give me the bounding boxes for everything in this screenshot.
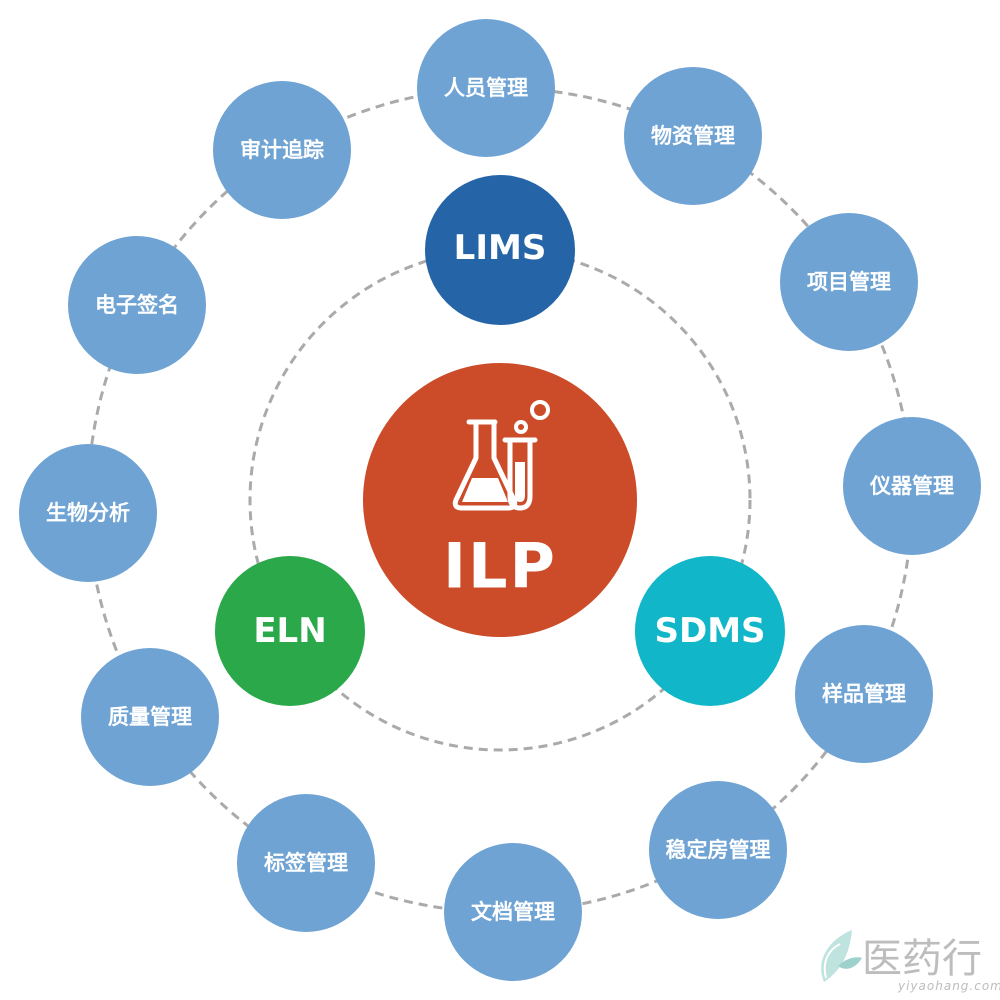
outer-node-audit-trail: 审计追踪: [213, 81, 351, 219]
node-circle: [635, 556, 785, 706]
outer-node-project-management: 项目管理: [780, 213, 918, 351]
outer-node-document-management: 文档管理: [444, 843, 582, 981]
outer-node-sample-management: 样品管理: [795, 625, 933, 763]
watermark-site: yiyaohang.com: [897, 979, 1000, 993]
flask-and-test-tube-icon: [452, 400, 550, 511]
watermark-name: 医药行: [862, 936, 982, 982]
inner-node-sdms: SDMS: [635, 556, 785, 706]
node-circle: [795, 625, 933, 763]
node-circle: [624, 67, 762, 205]
node-label: 仪器管理: [869, 474, 954, 498]
node-label: LIMS: [454, 228, 547, 268]
center-node-ilp: ILP: [363, 363, 637, 637]
node-circle: [417, 19, 555, 157]
node-label: 项目管理: [807, 270, 891, 294]
center-label: ILP: [443, 530, 557, 603]
node-label: 质量管理: [108, 705, 192, 729]
node-circle: [213, 81, 351, 219]
node-circle: [780, 213, 918, 351]
outer-node-personnel-management: 人员管理: [417, 19, 555, 157]
node-label: ELN: [253, 611, 326, 651]
node-label: 生物分析: [46, 501, 130, 525]
node-label: 样品管理: [822, 682, 906, 706]
node-circle: [843, 417, 981, 555]
node-label: 物资管理: [651, 124, 735, 148]
outer-node-label-management: 标签管理: [237, 794, 375, 932]
outer-node-stability-room-management: 稳定房管理: [649, 781, 787, 919]
node-circle: [425, 175, 575, 325]
node-label: 人员管理: [444, 76, 528, 100]
node-circle: [649, 781, 787, 919]
leaf-logo-icon: [821, 930, 862, 982]
node-circle: [237, 794, 375, 932]
node-label: 文档管理: [471, 900, 555, 924]
node-circle: [444, 843, 582, 981]
outer-node-electronic-signature: 电子签名: [68, 236, 206, 374]
outer-node-instrument-management: 仪器管理: [843, 417, 981, 555]
outer-node-quality-management: 质量管理: [81, 648, 219, 786]
node-label: 电子签名: [95, 293, 179, 317]
outer-node-bioanalysis: 生物分析: [19, 444, 157, 582]
node-circle: [215, 556, 365, 706]
node-label: 审计追踪: [240, 138, 324, 162]
node-label: 标签管理: [264, 851, 348, 875]
node-label: 稳定房管理: [666, 838, 771, 862]
node-circle: [68, 236, 206, 374]
inner-node-eln: ELN: [215, 556, 365, 706]
outer-node-materials-management: 物资管理: [624, 67, 762, 205]
inner-node-lims: LIMS: [425, 175, 575, 325]
node-circle: [81, 648, 219, 786]
watermark: 医药行 yiyaohang.com: [821, 930, 1000, 993]
node-label: SDMS: [654, 611, 765, 651]
node-circle: [19, 444, 157, 582]
